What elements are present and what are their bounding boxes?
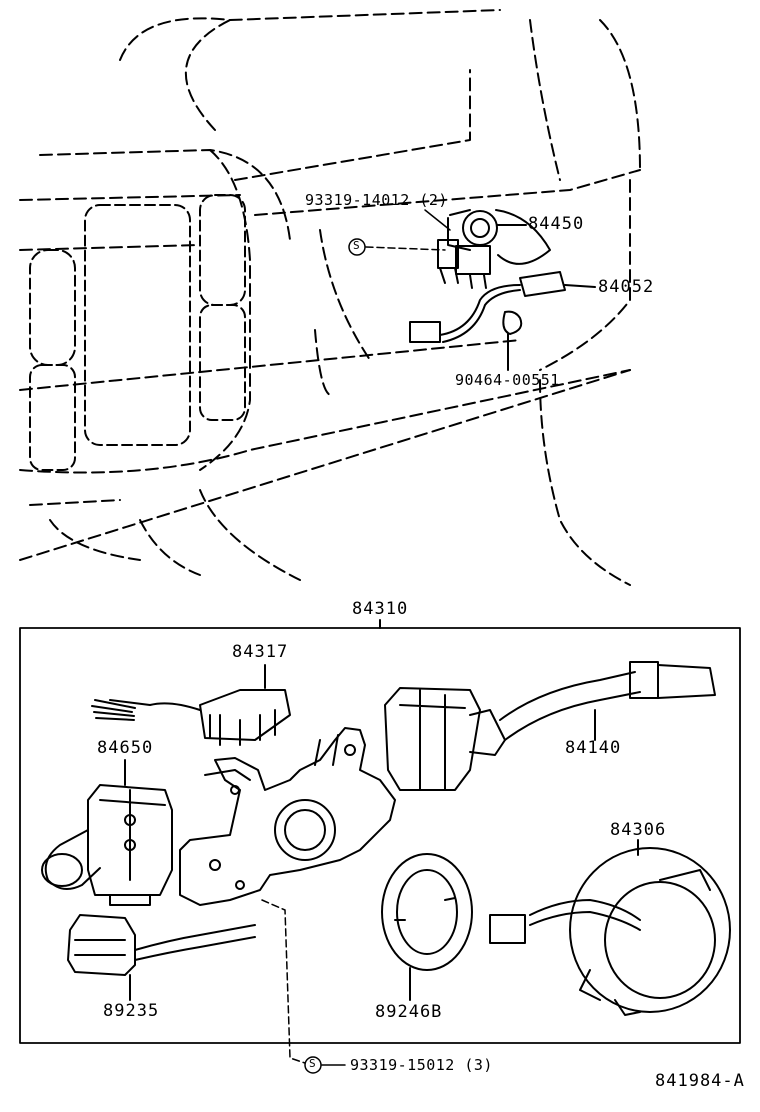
label-84310: 84310 [352,599,409,619]
label-89246B: 89246B [375,1002,443,1022]
harness-84052 [409,271,566,349]
part-89246B [381,853,473,1001]
label-clamp: 90464-00551 [455,371,560,389]
leader-screw-b [261,899,306,1064]
label-89235: 89235 [103,1001,160,1021]
leader-screw-a-top [424,209,451,231]
label-84052: 84052 [598,277,655,297]
screw-symbol-top-text: S [353,239,361,252]
part-89235 [67,914,256,1001]
screw-symbol-bottom [304,1056,322,1074]
label-84317: 84317 [232,642,289,662]
label-screw-a: 93319-14012 (2) [305,191,448,209]
label-84450: 84450 [528,214,585,234]
leader-84052 [564,284,596,288]
label-84650: 84650 [97,738,154,758]
screw-symbol-top [348,238,366,256]
dashboard-outline [19,9,641,586]
part-84140 [384,661,716,791]
label-screw-b: 93319-15012 (3) [350,1056,493,1074]
leader-screw-a [365,246,446,251]
part-84317 [91,664,291,746]
label-84306: 84306 [610,820,667,840]
part-84306 [489,839,731,1016]
figure-number: 841984-A [655,1071,745,1091]
label-84140: 84140 [565,738,622,758]
screw-symbol-bottom-text: S [309,1057,317,1070]
gauge-windows [29,194,246,471]
ignition-switch-84450 [437,209,551,289]
central-body [179,727,396,906]
assembly-frame [19,627,741,1044]
part-84650 [41,759,173,906]
